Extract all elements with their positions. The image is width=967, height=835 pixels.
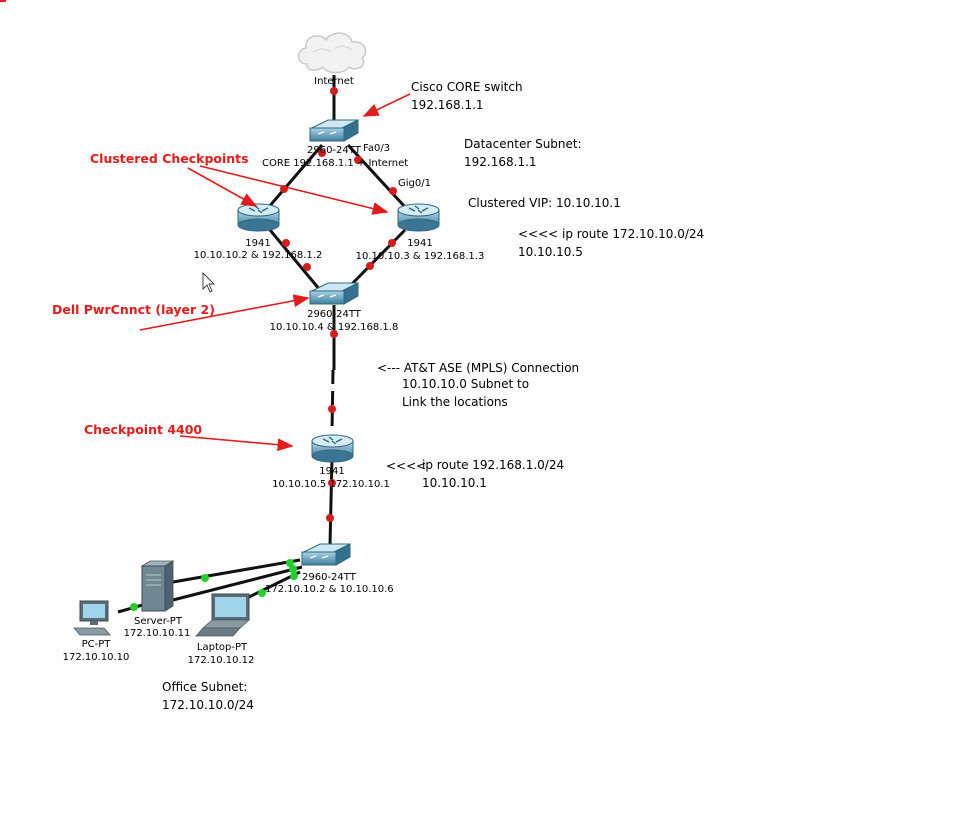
core-switch-icon[interactable] <box>309 119 359 142</box>
port-dot-up <box>258 589 266 597</box>
link-server-switch-2 <box>172 565 303 602</box>
port-dot-down <box>389 187 397 195</box>
dist-switch-icon[interactable] <box>309 282 359 305</box>
core-port-label: Fa0/3 <box>363 143 390 154</box>
router-left-icon[interactable] <box>237 203 280 232</box>
route-dc-line2: 10.10.10.5 <box>518 245 583 259</box>
port-dot-down <box>366 262 374 270</box>
port-dot-up <box>201 574 209 582</box>
router-right-ips: 10.10.10.3 & 192.168.1.3 <box>356 251 485 262</box>
mouse-cursor-icon <box>202 271 216 293</box>
router-left-model: 1941 <box>245 238 270 249</box>
office-switch-model: 2960-24TT <box>302 572 357 583</box>
laptop-icon[interactable] <box>195 593 251 637</box>
port-dot-down <box>328 405 336 413</box>
core-switch-label: CORE 192.168.1.1 + Internet <box>262 158 408 169</box>
arrow-dell-callout <box>139 294 310 331</box>
port-dot-down <box>388 239 396 247</box>
link-router-right-dist <box>344 228 407 292</box>
router-right-icon[interactable] <box>397 203 440 232</box>
route-remote-line2: 10.10.10.1 <box>422 476 487 490</box>
link-server-switch-1 <box>172 558 301 584</box>
link-core-router-right <box>346 143 407 209</box>
core-note-ip: 192.168.1.1 <box>411 98 484 112</box>
dc-subnet-value: 192.168.1.1 <box>464 155 537 169</box>
route-remote-line1: ip route 192.168.1.0/24 <box>422 458 564 472</box>
route-dc-line1: <<<< ip route 172.10.10.0/24 <box>518 227 704 241</box>
port-indicators <box>130 87 397 611</box>
port-dot-up <box>289 565 297 573</box>
router-remote-icon[interactable] <box>311 434 354 463</box>
port-dot-down <box>330 87 338 95</box>
remote-router-ips: 10.10.10.5 172.10.10.1 <box>272 479 390 490</box>
link-mpls-dashed <box>330 369 335 433</box>
gig-port-label: Gig0/1 <box>398 178 431 189</box>
port-dot-up <box>286 559 294 567</box>
port-dot-down <box>330 330 338 338</box>
dist-switch-model: 2960-24TT <box>307 309 362 320</box>
clustered-vip: Clustered VIP: 10.10.10.1 <box>468 196 621 210</box>
office-switch-ips: 172.10.10.2 & 10.10.10.6 <box>265 584 394 595</box>
server-model: Server-PT <box>134 616 183 627</box>
port-dot-down <box>354 156 362 164</box>
laptop-model: Laptop-PT <box>197 642 248 653</box>
dc-subnet-title: Datacenter Subnet: <box>464 137 582 151</box>
office-switch-icon[interactable] <box>301 543 351 566</box>
port-dot-down <box>326 514 334 522</box>
port-dot-down <box>318 149 326 157</box>
port-dot-up <box>290 572 298 580</box>
arrow-cp4400-callout <box>179 435 294 452</box>
dist-switch-ips: 10.10.10.4 & 192.168.1.8 <box>270 322 399 333</box>
link-router-left-dist <box>268 229 322 291</box>
remote-router-model: 1941 <box>319 466 344 477</box>
server-ip: 172.10.10.11 <box>124 628 191 639</box>
link-remote-router-switch <box>328 457 334 546</box>
router-right-model: 1941 <box>407 238 432 249</box>
port-dot-down <box>303 263 311 271</box>
arrow-core-callout <box>362 93 411 117</box>
pc-ip: 172.10.10.10 <box>63 652 130 663</box>
laptop-ip: 172.10.10.12 <box>188 655 255 666</box>
corner-mark <box>0 0 6 2</box>
callout-clustered-checkpoints: Clustered Checkpoints <box>90 151 249 166</box>
server-icon[interactable] <box>140 560 175 612</box>
mpls-line1: <--- AT&T ASE (MPLS) Connection <box>377 361 579 375</box>
office-subnet-value: 172.10.10.0/24 <box>162 698 254 712</box>
mpls-line3: Link the locations <box>402 395 508 409</box>
port-dot-down <box>328 479 336 487</box>
port-dot-down <box>282 239 290 247</box>
office-subnet-title: Office Subnet: <box>162 680 247 694</box>
port-dot-up <box>130 603 138 611</box>
core-switch-model: 2960-24TT <box>307 145 362 156</box>
link-core-router-left <box>266 144 324 209</box>
internet-cloud-icon[interactable] <box>297 32 367 74</box>
pc-model: PC-PT <box>82 639 112 650</box>
internet-label: Internet <box>314 76 354 87</box>
annotation-arrows <box>139 93 411 452</box>
mpls-line2: 10.10.10.0 Subnet to <box>402 377 529 391</box>
arrow-checkpoint-left <box>187 167 258 207</box>
callout-dell-pwrcnnct: Dell PwrCnnct (layer 2) <box>52 302 215 317</box>
route-remote-arrow: <<<< <box>386 459 426 473</box>
router-left-ips: 10.10.10.2 & 192.168.1.2 <box>194 250 323 261</box>
pc-icon[interactable] <box>73 600 111 636</box>
core-note-title: Cisco CORE switch <box>411 80 523 94</box>
callout-checkpoint-4400: Checkpoint 4400 <box>84 422 202 437</box>
arrow-checkpoint-right <box>199 165 389 215</box>
